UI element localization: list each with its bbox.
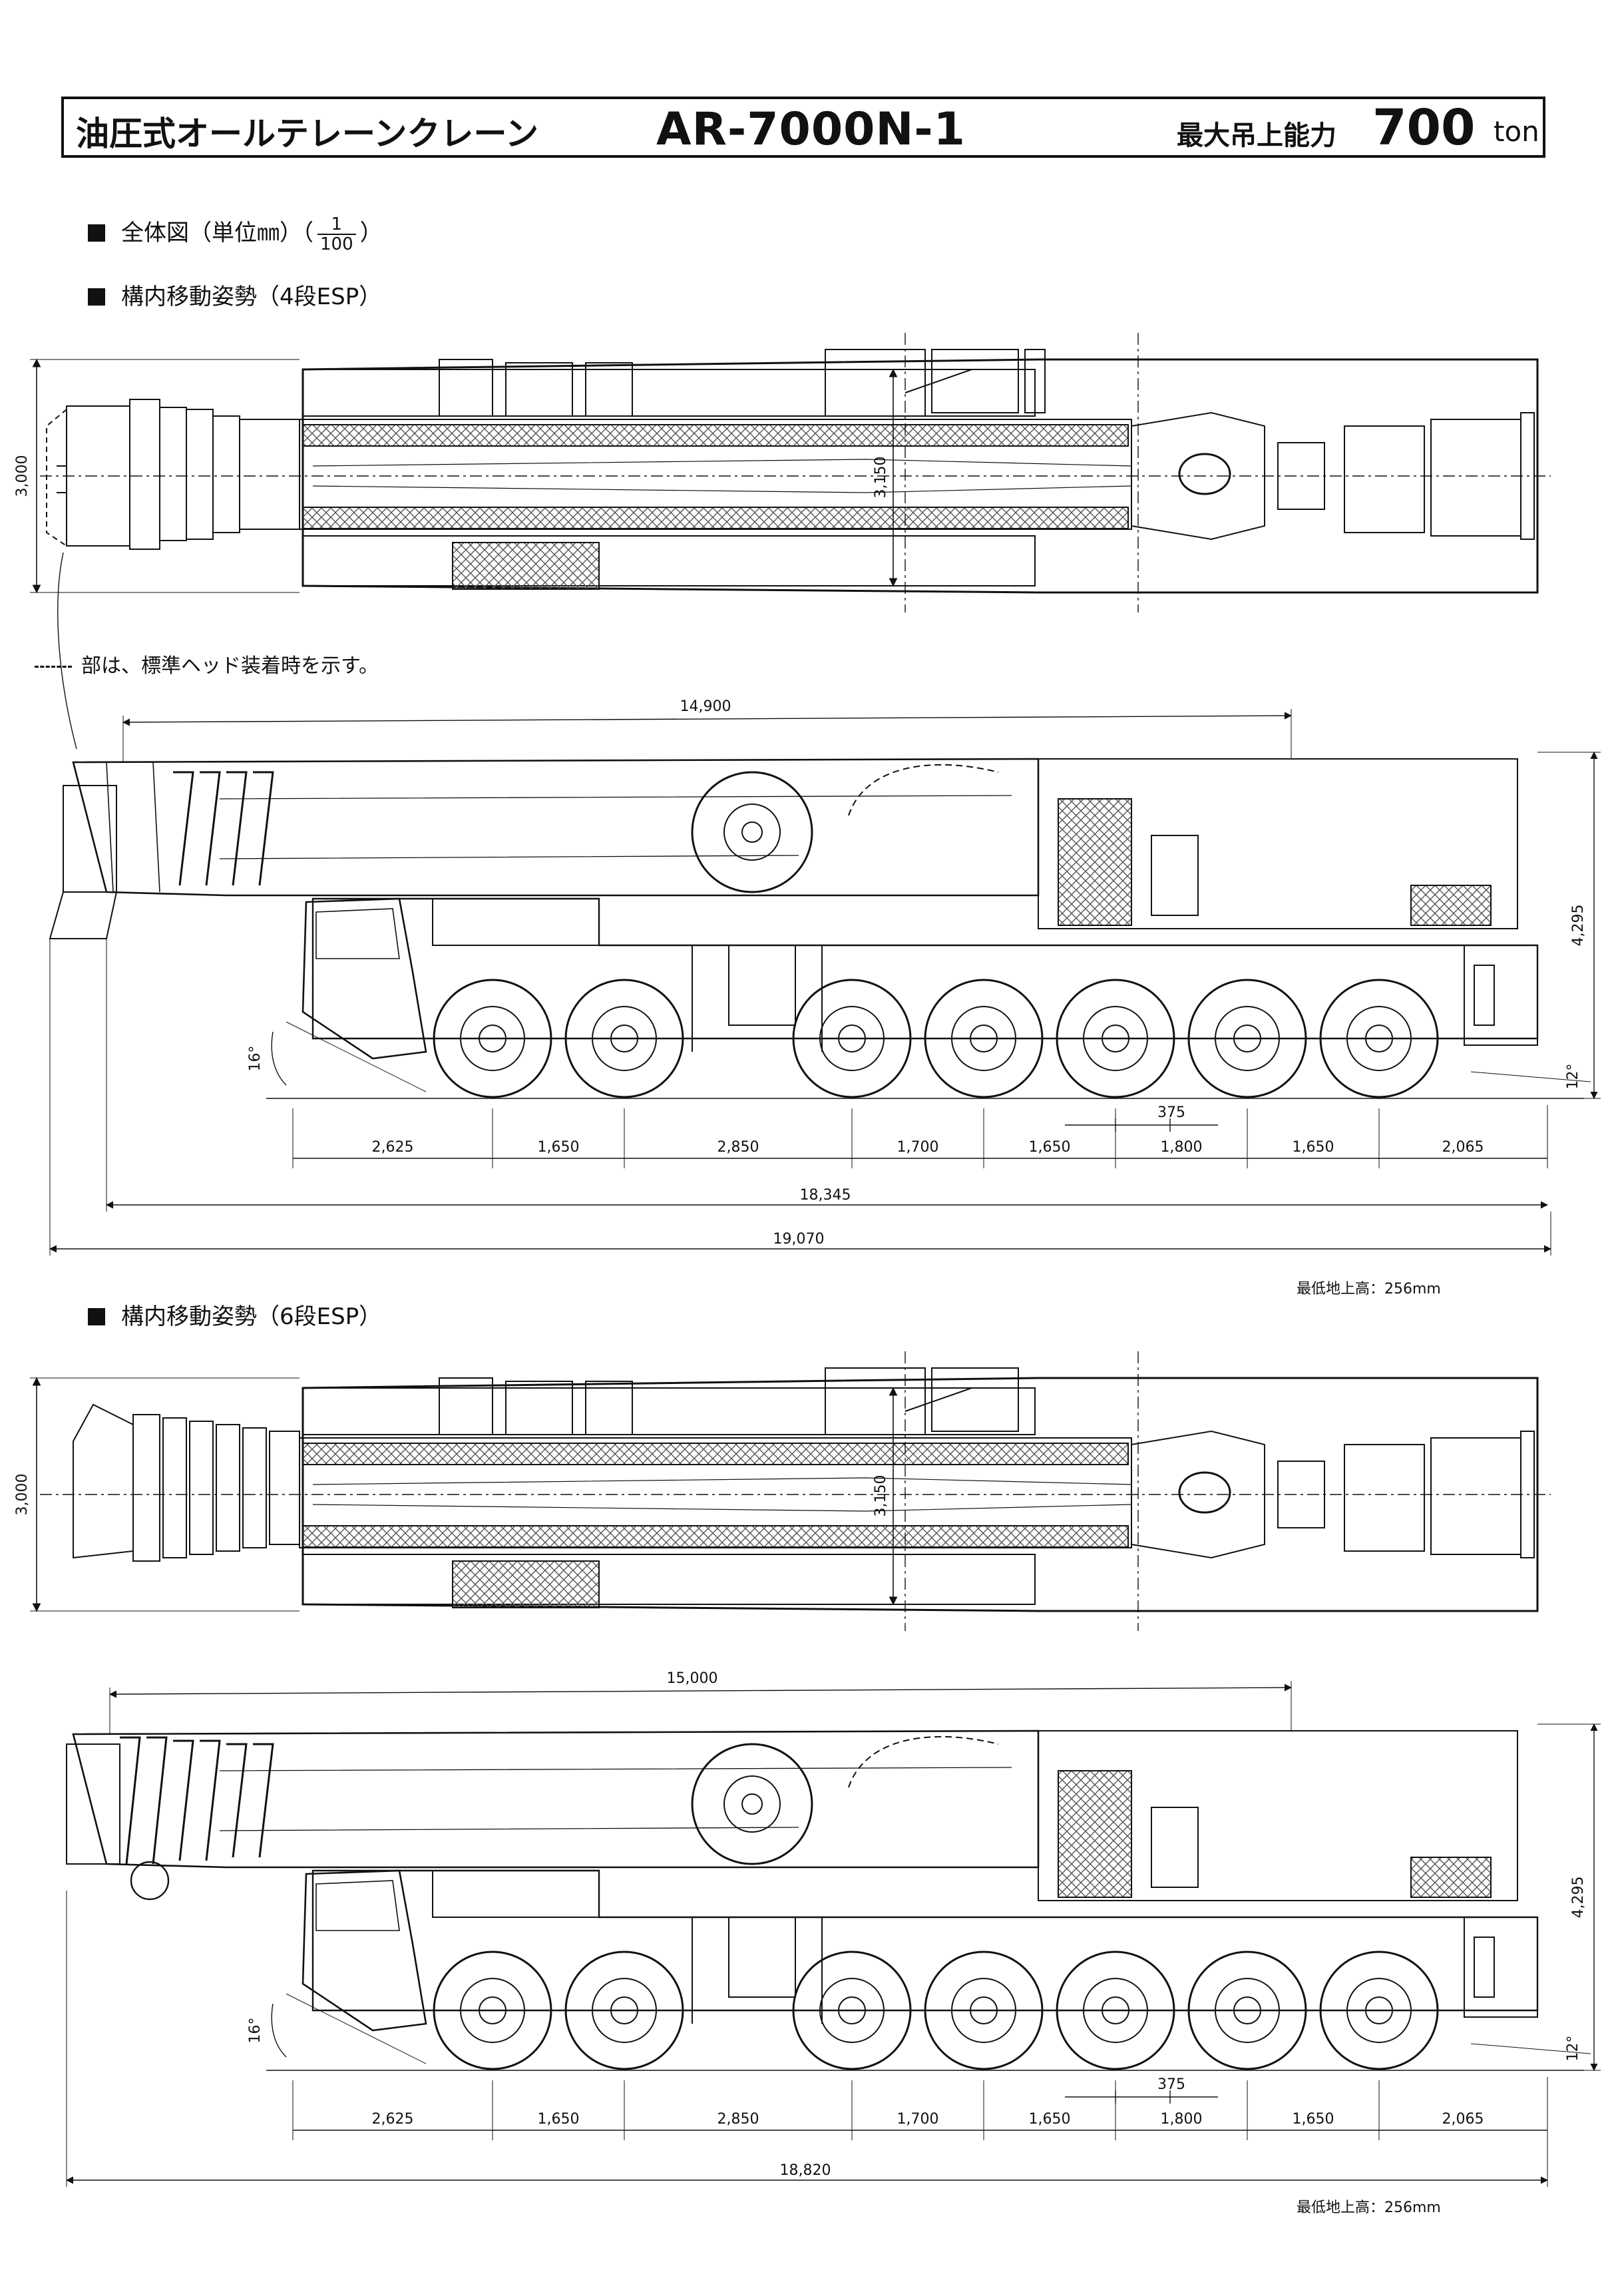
plan-view-1 [30, 333, 1551, 750]
section2-heading: 構内移動姿勢（6段ESP） [88, 1298, 381, 1331]
side2-boom-length: 15,000 [667, 1670, 718, 1687]
side2-height: 4,295 [1570, 1877, 1587, 1919]
capacity-unit: ton [1494, 115, 1539, 148]
ground-clearance-note-1: 最低地上高：256mm [1297, 1281, 1441, 1297]
side-view-2 [66, 1729, 1539, 2032]
wheel-1-4 [924, 979, 1044, 1098]
wheel-2-2 [564, 1951, 684, 2070]
side2-axle-dim: 1,800 [1161, 2111, 1203, 2128]
side1-overall-length: 19,070 [773, 1231, 825, 1248]
wheel-1-7 [1319, 979, 1439, 1098]
side2-departure-angle: 12° [1565, 2036, 1581, 2062]
wheel-2-4 [924, 1951, 1044, 2070]
side-view-1 [49, 758, 1539, 1060]
side2-approach-angle: 16° [247, 2018, 264, 2044]
wheel-1-3 [792, 979, 912, 1098]
side1-axle-dim: 2,065 [1442, 1139, 1484, 1156]
plan1-width-dim: 3,000 [14, 455, 31, 497]
bullet-square-icon [88, 1308, 105, 1325]
side1-approach-angle: 16° [247, 1046, 264, 1072]
side1-wheelbase-total: 18,345 [800, 1187, 851, 1204]
wheel-2-6 [1187, 1951, 1307, 2070]
legend-note: 部は、標準ヘッド装着時を示す。 [35, 649, 379, 678]
title-box: 油圧式オールテレーンクレーン AR-7000N-1 最大吊上能力 700 ton [61, 97, 1545, 158]
section1-heading-text: 構内移動姿勢（4段ESP） [121, 284, 382, 310]
model-number: AR-7000N-1 [656, 103, 966, 156]
plan1-track-dim: 3,150 [873, 457, 889, 499]
bullet-square-icon [88, 288, 105, 306]
side1-axle-dim: 1,650 [538, 1139, 580, 1156]
wheel-1-2 [564, 979, 684, 1098]
wheel-2-5 [1056, 1951, 1175, 2070]
wheel-1-1 [433, 979, 552, 1098]
overview-heading-text: 全体図（単位㎜）（ [121, 220, 313, 246]
scale-denominator: 100 [320, 234, 353, 254]
side2-axle-dim: 1,650 [1029, 2111, 1071, 2128]
side2-axle-dim: 1,650 [1293, 2111, 1334, 2128]
dimensions-1 [49, 709, 1601, 1256]
section2-heading-text: 構内移動姿勢（6段ESP） [121, 1303, 382, 1330]
wheel-1-6 [1187, 979, 1307, 1098]
side1-axle-dim: 2,850 [717, 1139, 759, 1156]
side2-axle-dim: 1,700 [897, 2111, 939, 2128]
wheels-2 [433, 1951, 1439, 2070]
wheel-2-3 [792, 1951, 912, 2070]
side1-axle-dim: 2,625 [372, 1139, 414, 1156]
wheel-2-1 [433, 1951, 552, 2070]
wheel-1-5 [1056, 979, 1175, 1098]
side2-axle-dim: 1,650 [538, 2111, 580, 2128]
wheels-1 [433, 979, 1439, 1098]
side1-offset: 375 [1157, 1104, 1185, 1121]
wheel-2-7 [1319, 1951, 1439, 2070]
product-type-title: 油圧式オールテレーンクレーン [76, 115, 538, 153]
side1-axle-dim: 1,650 [1293, 1139, 1334, 1156]
legend-note-text: 部は、標準ヘッド装着時を示す。 [81, 654, 379, 678]
scale-numerator: 1 [317, 215, 356, 235]
side1-axle-dim: 1,650 [1029, 1139, 1071, 1156]
side2-axle-dim: 2,065 [1442, 2111, 1484, 2128]
dimensions-2 [65, 1681, 1601, 2187]
ground-clearance-note-2: 最低地上高：256mm [1297, 2199, 1441, 2216]
dashed-line-icon [35, 666, 72, 668]
overview-heading-close: ） [359, 220, 383, 246]
side2-axle-dim: 2,850 [717, 2111, 759, 2128]
side2-offset: 375 [1157, 2076, 1185, 2093]
capacity-label: 最大吊上能力 [1177, 120, 1336, 151]
section1-heading: 構内移動姿勢（4段ESP） [88, 278, 381, 311]
side1-departure-angle: 12° [1565, 1064, 1581, 1090]
side2-axle-dim: 2,625 [372, 2111, 414, 2128]
side1-axle-dim: 1,700 [897, 1139, 939, 1156]
capacity-value: 700 [1372, 99, 1476, 156]
plan-view-2 [30, 1351, 1551, 1631]
bullet-square-icon [88, 224, 105, 242]
side1-axle-dim: 1,800 [1161, 1139, 1203, 1156]
plan2-width-dim: 3,000 [14, 1474, 31, 1516]
side1-boom-length: 14,900 [680, 698, 731, 715]
side1-height: 4,295 [1570, 905, 1587, 947]
side2-overall-length: 18,820 [780, 2162, 831, 2179]
plan2-track-dim: 3,150 [873, 1475, 889, 1517]
